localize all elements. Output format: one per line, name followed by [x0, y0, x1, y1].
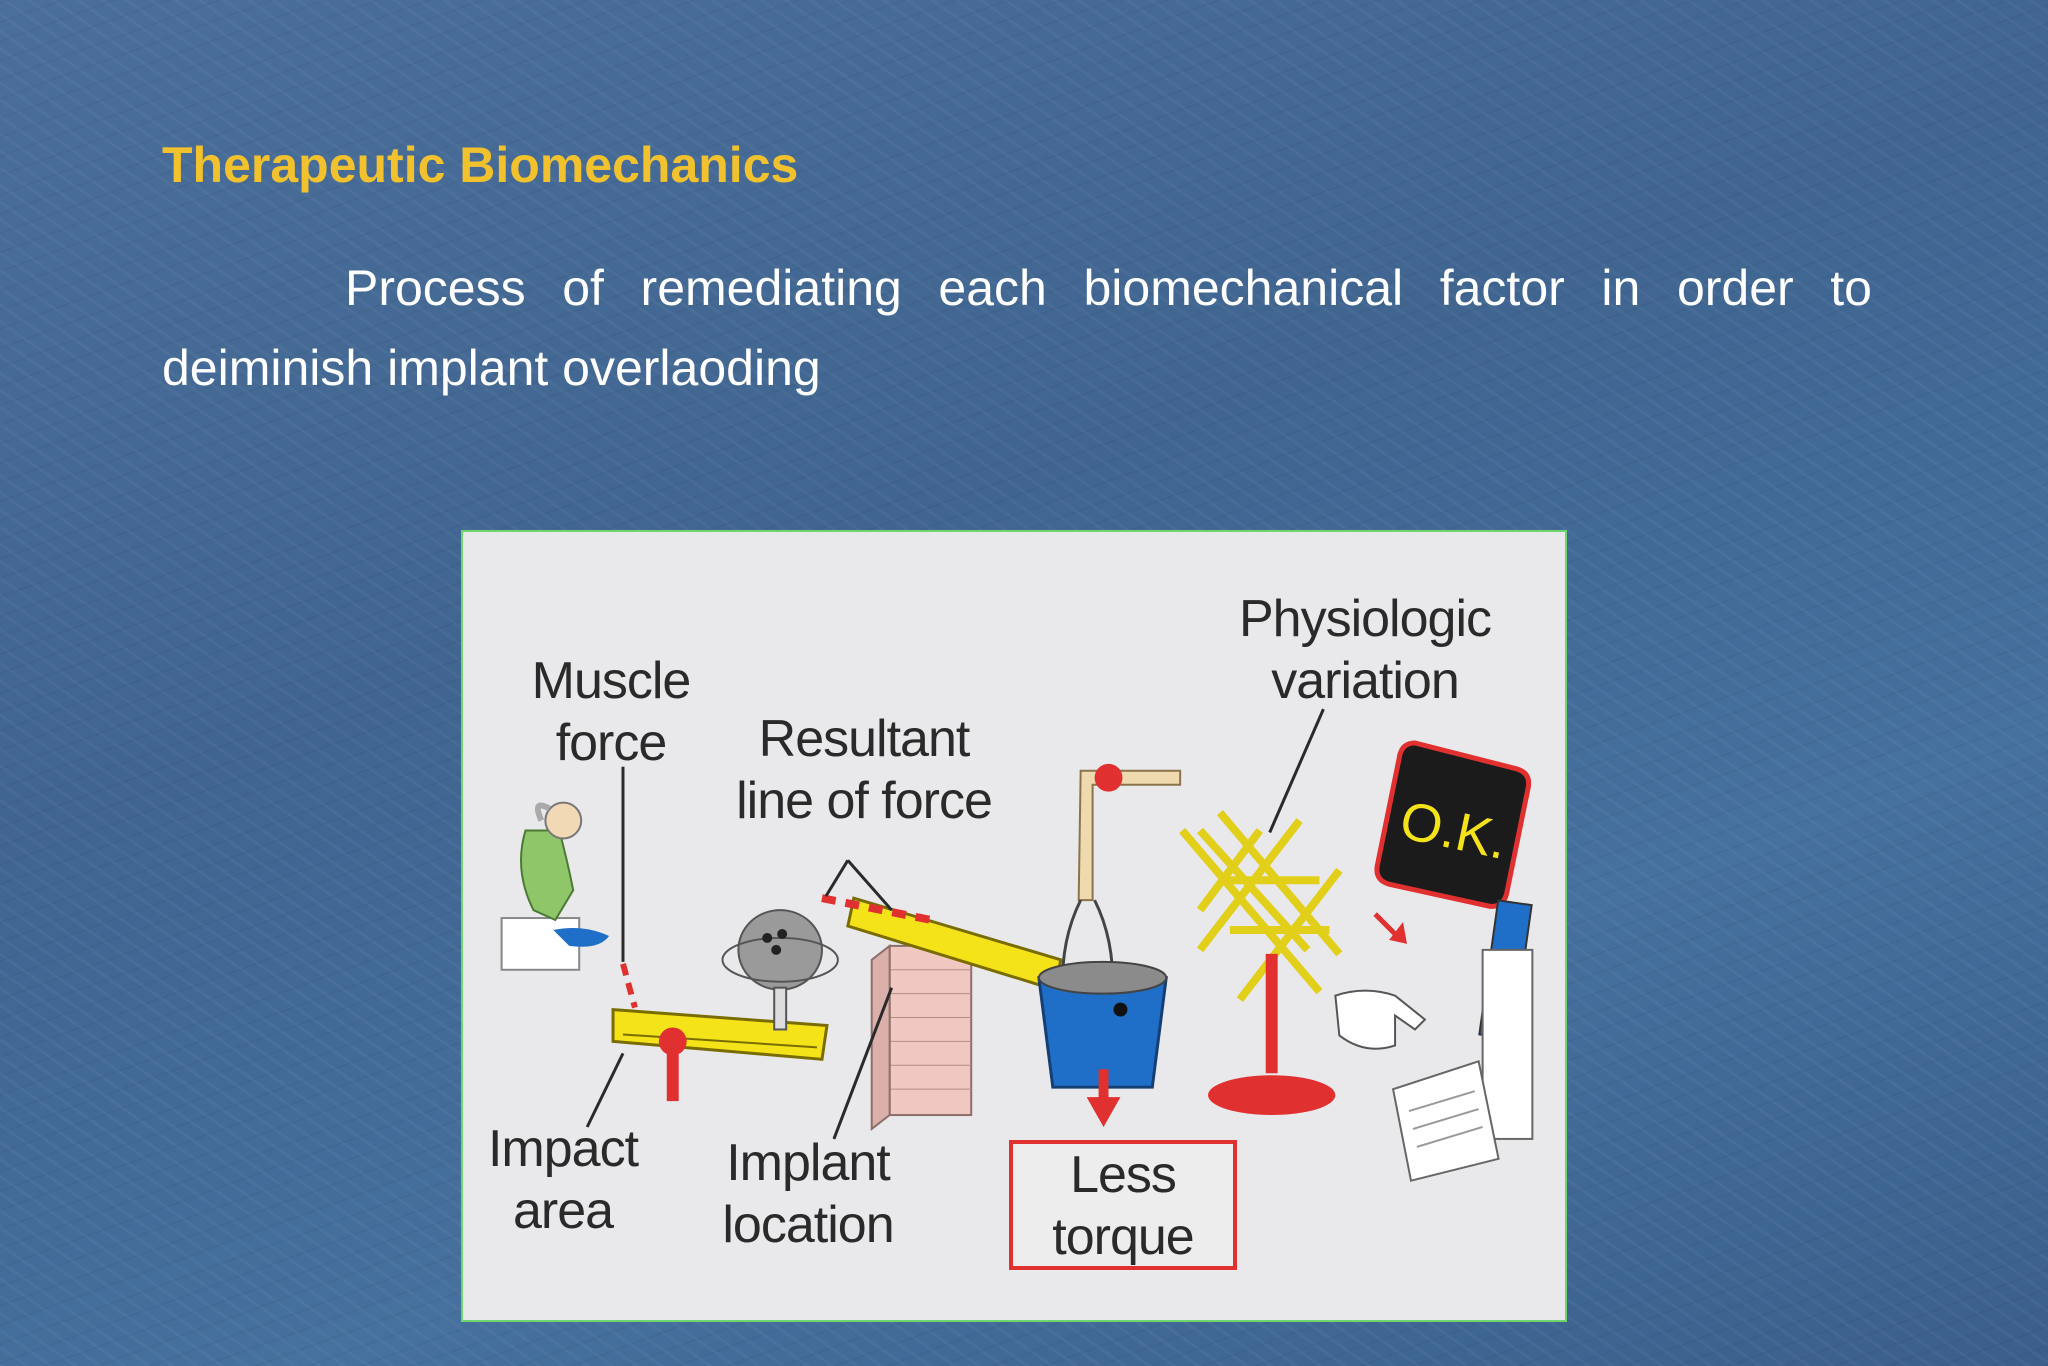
illustration-drawing: O.K. — [500, 708, 1534, 1182]
scissor-lattice-icon — [1179, 810, 1343, 1003]
slide-body-text: Process of remediating each biomechanica… — [162, 260, 1872, 396]
slide-title: Therapeutic Biomechanics — [162, 137, 799, 193]
label-implant-location: Implant location — [722, 1134, 894, 1254]
crane-and-bucket-icon — [1037, 763, 1182, 1127]
brick-pillar-icon — [870, 943, 973, 1132]
ok-sign-icon: O.K. — [1374, 740, 1532, 909]
biomechanics-illustration: O.K. Muscle force Resultant line of forc… — [461, 530, 1567, 1322]
label-muscle-force: Muscle force — [531, 652, 692, 772]
less-torque-box — [1009, 1140, 1237, 1270]
label-less-torque: Less torque — [1052, 1146, 1194, 1266]
computer-icon — [1391, 899, 1534, 1182]
lattice-stand-icon — [1208, 953, 1336, 1116]
pointing-hand-icon — [1334, 912, 1427, 1050]
old-man-figure-icon — [500, 801, 610, 971]
label-impact-area: Impact area — [487, 1120, 639, 1240]
label-resultant-line-of-force: Resultant line of force — [736, 710, 993, 830]
label-physiologic-variation: Physiologic variation — [1238, 590, 1492, 710]
ball-on-stand-icon — [721, 909, 839, 1031]
leader-lines — [585, 708, 1325, 1140]
